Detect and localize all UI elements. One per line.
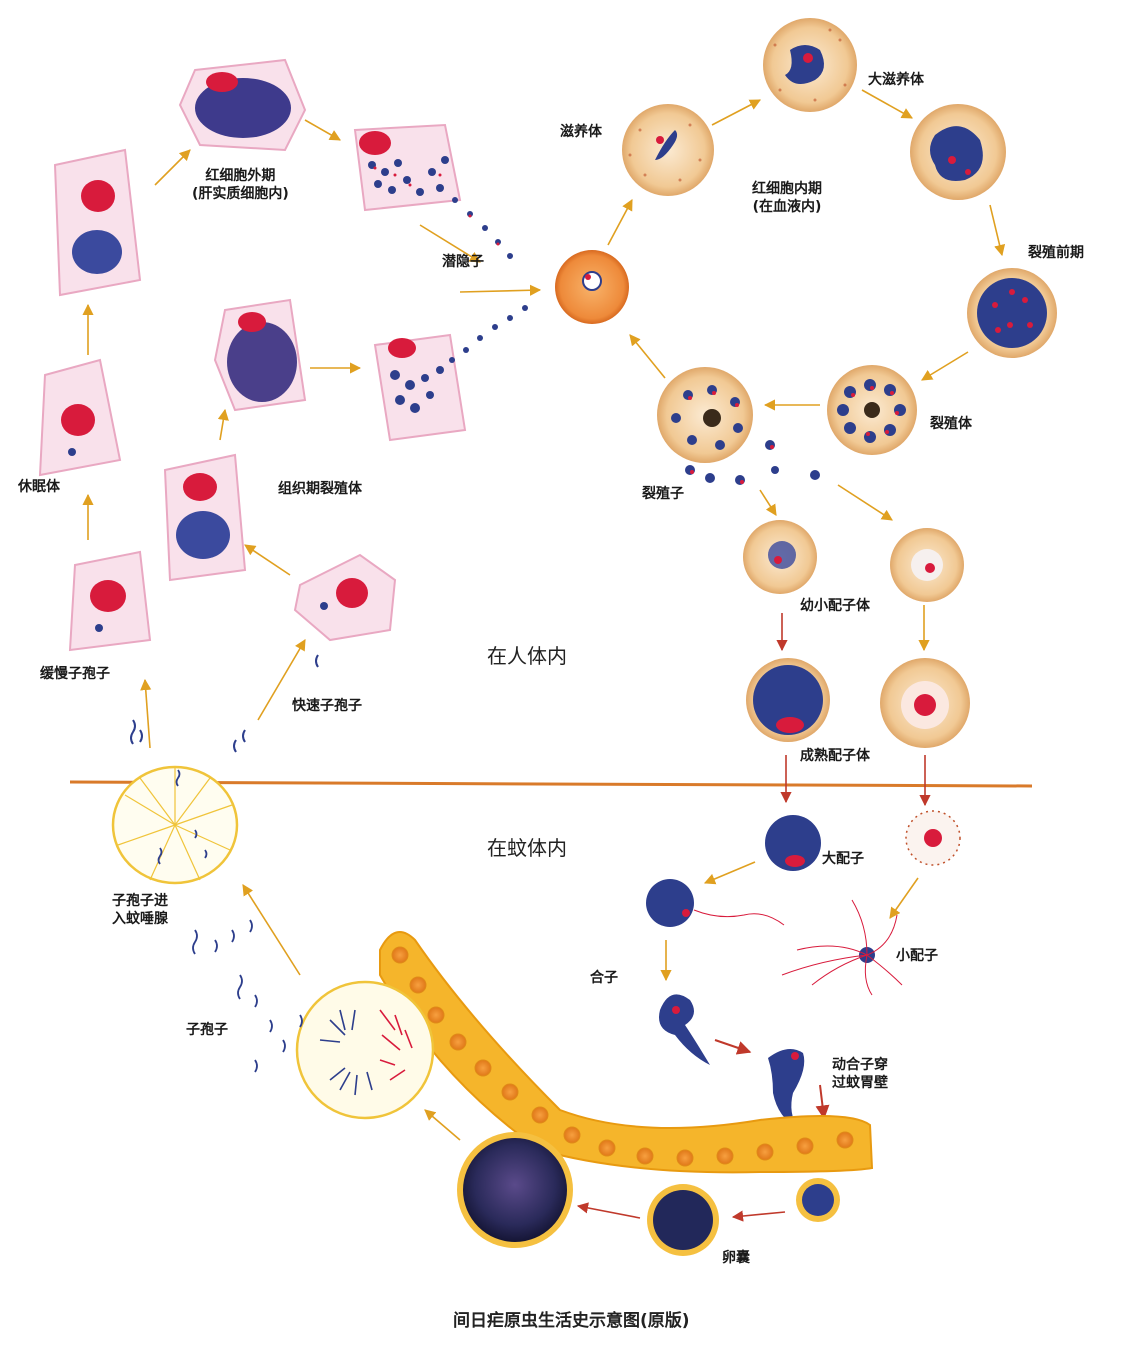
mosquito-red-arrows bbox=[714, 1039, 830, 1120]
liver-cell-tissue-schizont-early bbox=[163, 453, 247, 582]
label-microgamete: 小配子 bbox=[896, 948, 938, 964]
label-salivary-line2: 入蚊唾腺 bbox=[112, 910, 168, 927]
label-exo-erythrocytic: 红细胞外期 (肝实质细胞内) bbox=[192, 168, 289, 203]
label-in-mosquito-body: 在蚊体内 bbox=[487, 836, 567, 860]
label-salivary-line1: 子孢子进 bbox=[112, 893, 168, 909]
fertilization-macrogamete bbox=[646, 879, 785, 927]
sporozoite-squiggles-upper bbox=[130, 654, 319, 783]
liver-cell-early-schizont bbox=[53, 148, 142, 297]
rbc-schizont bbox=[827, 365, 917, 455]
label-exo-line2: (肝实质细胞内) bbox=[192, 185, 289, 202]
label-slow-sporozoite: 缓慢子孢子 bbox=[40, 666, 110, 682]
label-intra-line2: (在血液内) bbox=[752, 198, 822, 215]
label-exo-line1: 红细胞外期 bbox=[205, 168, 276, 184]
label-ookinete-line2: 过蚊胃壁 bbox=[832, 1074, 888, 1091]
rbc-mature-macrogametocyte bbox=[746, 658, 830, 742]
label-latent-merozoite: 潜隐子 bbox=[442, 254, 484, 270]
liver-cell-tissue-schizont-mature bbox=[213, 298, 307, 412]
macrogamete bbox=[765, 815, 821, 871]
liver-cell-hypnozoite bbox=[38, 358, 122, 477]
oocyst-large bbox=[457, 1132, 573, 1248]
label-salivary-entry: 子孢子进 入蚊唾腺 bbox=[112, 893, 168, 928]
liver-arrows bbox=[82, 119, 481, 749]
ookinete bbox=[768, 1049, 805, 1128]
liver-cell-mature-schizont bbox=[178, 58, 307, 152]
oocyst-mature-rupturing bbox=[295, 980, 435, 1120]
mosquito-gut-wall bbox=[379, 931, 874, 1174]
label-sporozoite: 子孢子 bbox=[186, 1022, 228, 1038]
microgametes bbox=[781, 899, 903, 996]
liver-cell-rupturing-bottom bbox=[373, 305, 528, 442]
label-zygote: 合子 bbox=[590, 970, 618, 986]
figure-caption: 间日疟原虫生活史示意图(原版) bbox=[453, 1311, 690, 1331]
label-young-gametocyte: 幼小配子体 bbox=[800, 598, 870, 614]
rbc-pre-schizont bbox=[910, 104, 1006, 200]
rbc-mature-microgametocyte bbox=[880, 658, 970, 748]
label-intra-erythrocytic: 红细胞内期 (在血液内) bbox=[752, 181, 822, 216]
label-intra-line1: 红细胞内期 bbox=[752, 181, 822, 197]
label-schizont: 裂殖体 bbox=[930, 416, 972, 432]
rbc-trophozoite bbox=[622, 104, 714, 196]
label-macrogamete: 大配子 bbox=[822, 851, 864, 867]
rbc-late-pre-schizont bbox=[967, 268, 1057, 358]
oocyst-small bbox=[796, 1178, 840, 1222]
rbc-young-microgametocyte bbox=[890, 528, 964, 602]
oocyst-medium bbox=[647, 1184, 719, 1256]
liver-cell-fast-sporozoite bbox=[293, 553, 397, 642]
liver-cell-rupturing-top bbox=[353, 123, 513, 259]
rbc-rupturing-schizont bbox=[657, 367, 820, 485]
sporozoite-arrows bbox=[242, 884, 461, 1141]
mosquito-arrows bbox=[660, 861, 919, 982]
sporozoite-squiggles-lower bbox=[192, 919, 303, 1073]
label-ookinete-line1: 动合子穿 bbox=[832, 1057, 888, 1073]
body-divider-line bbox=[69, 780, 1033, 788]
label-in-human-body: 在人体内 bbox=[487, 644, 567, 668]
rbc-ring-stage bbox=[555, 250, 629, 324]
blood-arrows bbox=[459, 89, 1006, 652]
rbc-young-macrogametocyte bbox=[743, 520, 817, 594]
label-mature-gametocyte: 成熟配子体 bbox=[800, 748, 870, 764]
label-tissue-schizont: 组织期裂殖体 bbox=[278, 481, 362, 497]
salivary-gland bbox=[111, 765, 239, 885]
label-ookinete: 动合子穿 过蚊胃壁 bbox=[832, 1057, 888, 1092]
label-large-trophozoite: 大滋养体 bbox=[868, 72, 924, 88]
label-pre-schizont: 裂殖前期 bbox=[1028, 245, 1084, 261]
label-merozoite: 裂殖子 bbox=[642, 486, 684, 502]
label-trophozoite: 滋养体 bbox=[560, 124, 602, 140]
zygote bbox=[659, 994, 710, 1065]
label-hypnozoite: 休眠体 bbox=[18, 479, 60, 495]
label-oocyst: 卵囊 bbox=[722, 1250, 750, 1266]
rbc-large-trophozoite bbox=[763, 18, 857, 112]
label-fast-sporozoite: 快速子孢子 bbox=[292, 698, 362, 714]
red-arrows-gametocyte bbox=[776, 613, 931, 807]
microgametocyte-exflagellating bbox=[905, 810, 961, 866]
oocyst-arrows bbox=[576, 1202, 786, 1222]
liver-cell-slow-sporozoite bbox=[68, 550, 152, 652]
